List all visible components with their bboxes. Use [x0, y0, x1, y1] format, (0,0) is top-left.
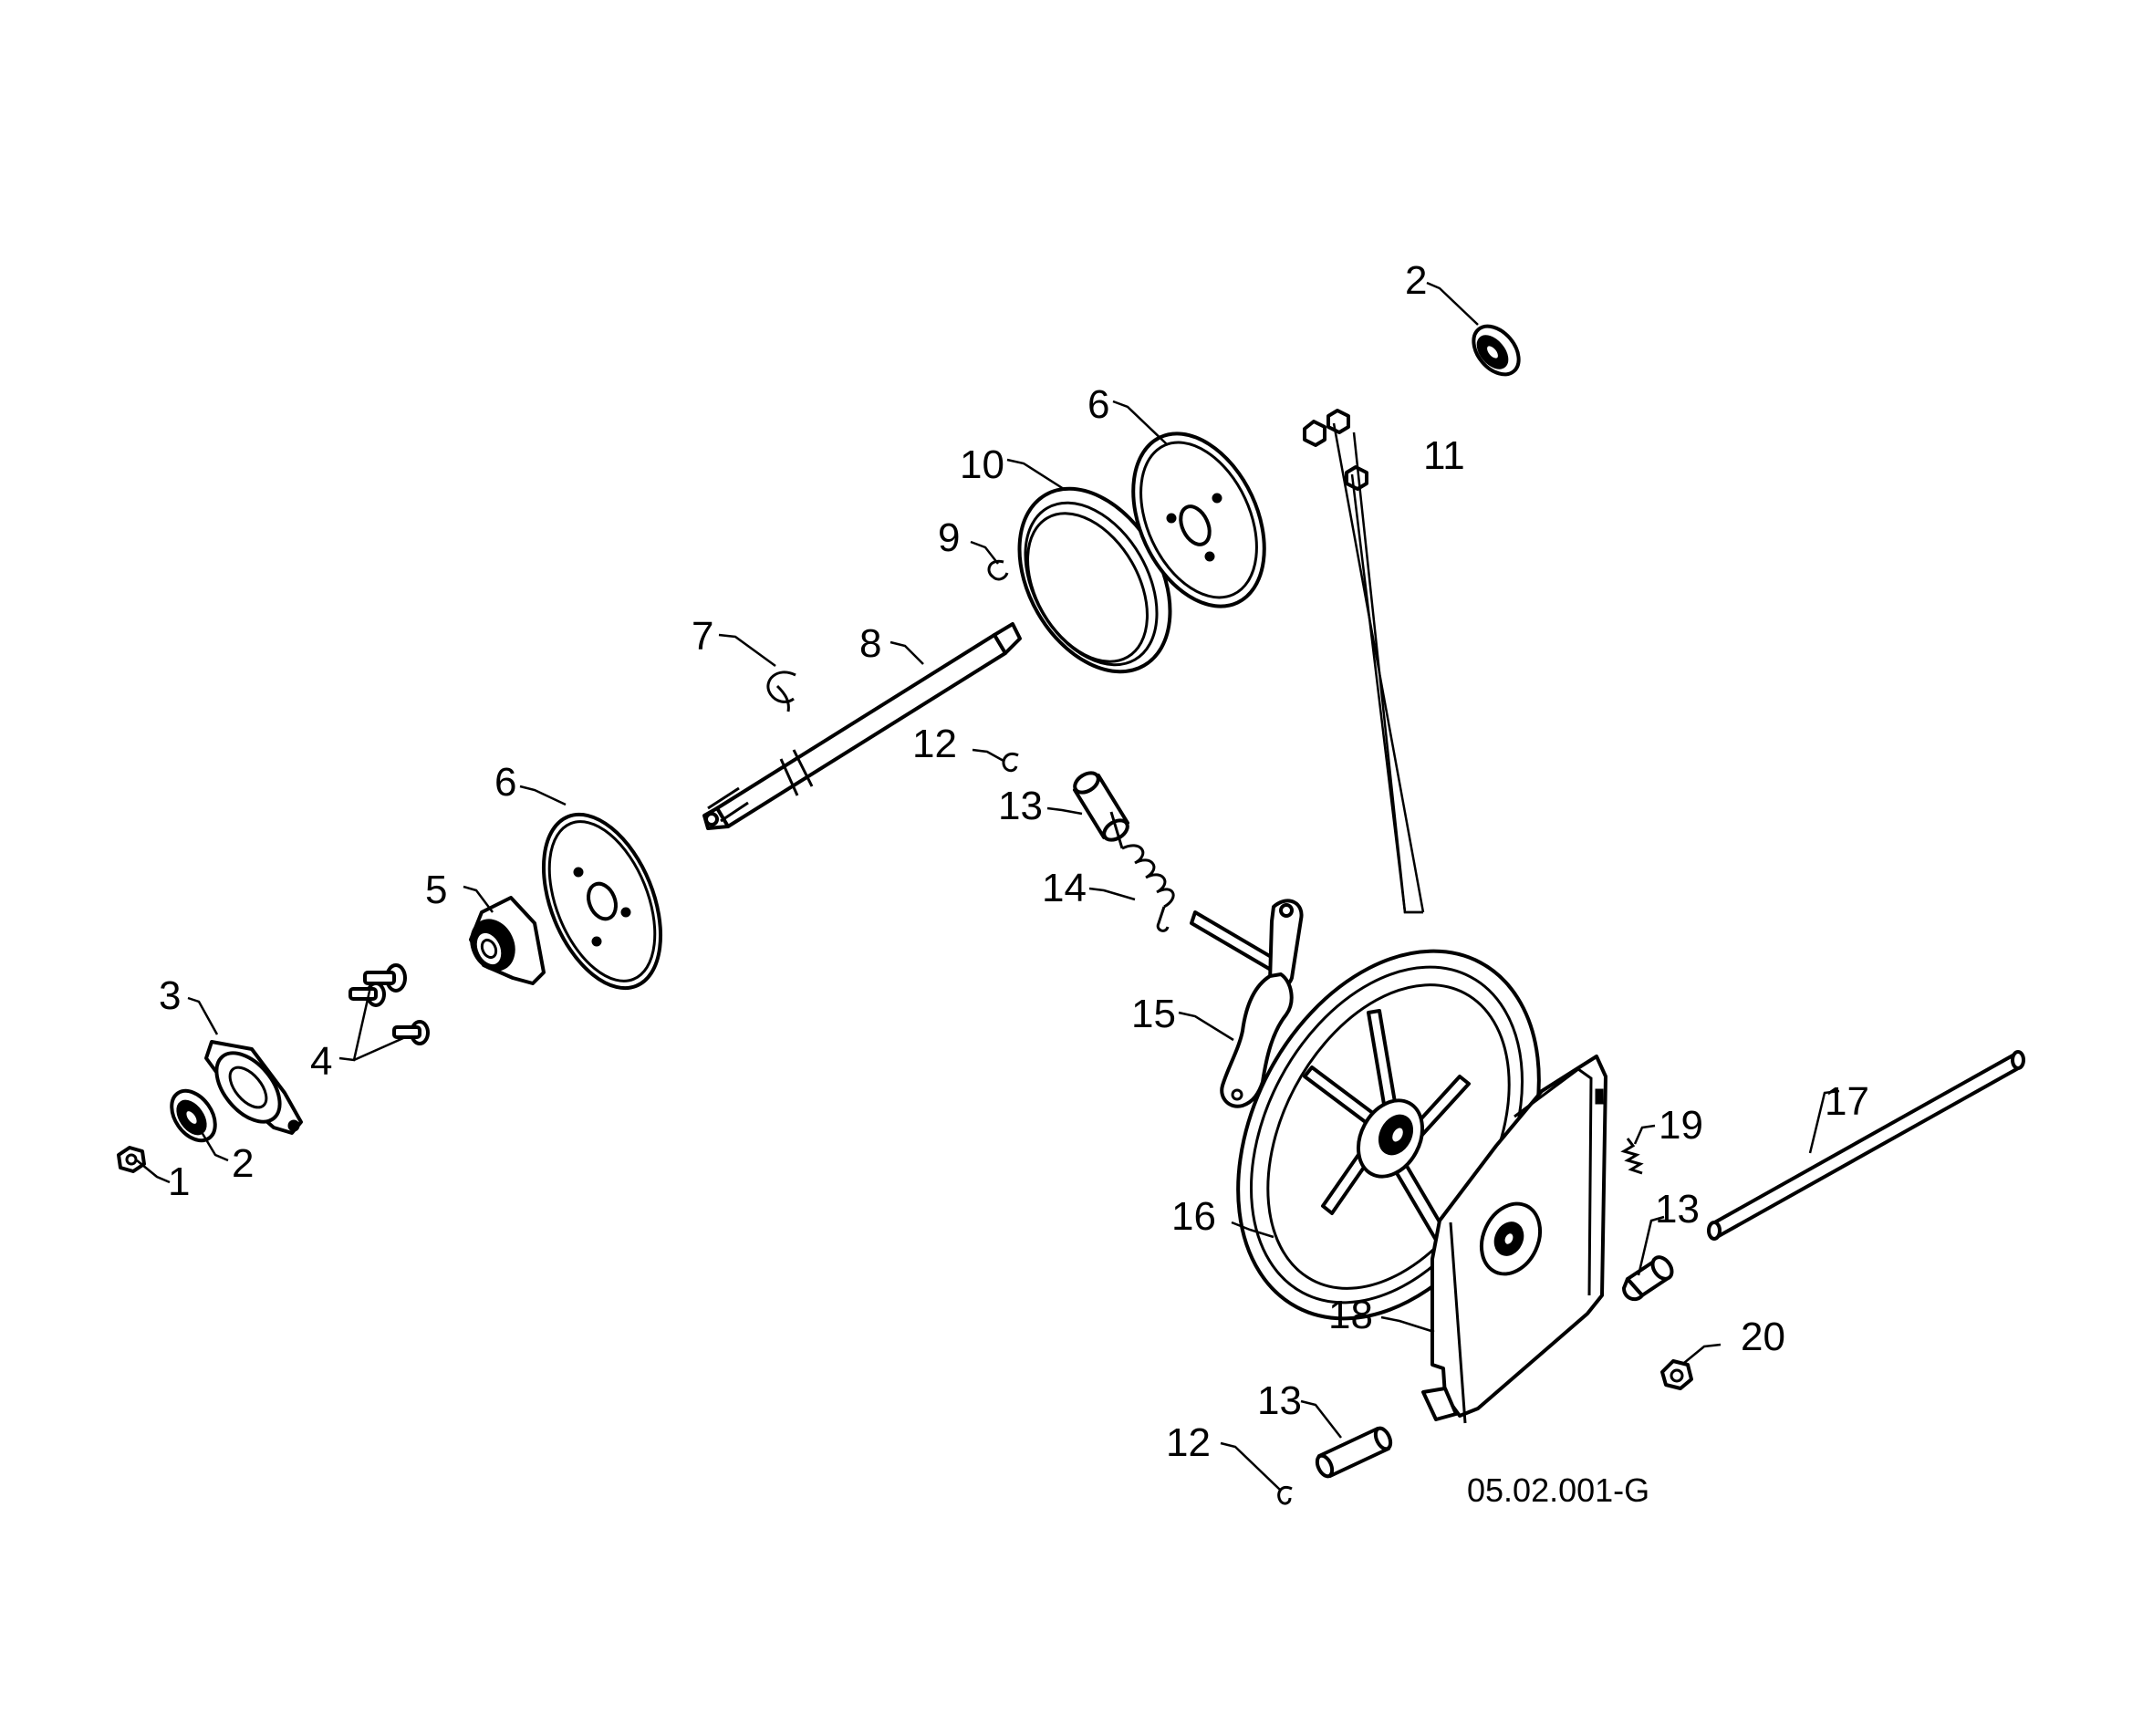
part-14-spring: [1109, 811, 1175, 932]
part-8-shaft: [702, 622, 1022, 830]
callout-labels: 1 2 3 4 5 6 7 8 9 10 6 11 2 12 13 14 15 …: [159, 258, 1869, 1465]
label-13-upper: 13: [998, 784, 1043, 828]
part-4-carriage-bolts: [348, 963, 430, 1045]
label-12-upper: 12: [912, 722, 957, 766]
part-2-bearing-right: [1472, 324, 1521, 377]
part-18-bracket-plate: [1421, 1055, 1607, 1424]
label-5: 5: [425, 868, 447, 912]
part-5-hub: [469, 896, 546, 985]
part-6-pulley-half-left: [541, 812, 663, 991]
label-20: 20: [1741, 1315, 1785, 1359]
label-10: 10: [960, 442, 1004, 487]
part-7-e-clip: [766, 670, 796, 712]
label-13-lower: 13: [1257, 1378, 1302, 1423]
leader-lines: [136, 281, 1840, 1492]
diagram-code: 05.02.001-G: [1467, 1471, 1649, 1509]
part-9-e-clip: [987, 559, 1009, 581]
label-3: 3: [159, 973, 181, 1018]
part-15-idler-arm: [1190, 899, 1304, 1108]
label-17: 17: [1825, 1079, 1869, 1124]
label-7: 7: [692, 614, 713, 659]
part-13-spacer-right: [1622, 1255, 1674, 1302]
part-11-nuts: [1303, 409, 1368, 491]
label-12-lower: 12: [1166, 1420, 1211, 1465]
part-17-rod: [1707, 1050, 2025, 1241]
label-1: 1: [168, 1159, 190, 1204]
part-12-clip-upper: [1002, 753, 1019, 773]
label-8: 8: [859, 621, 881, 666]
part-13-spacer-lower: [1315, 1426, 1393, 1479]
label-6-right: 6: [1087, 382, 1109, 427]
label-18: 18: [1328, 1293, 1373, 1337]
label-9: 9: [938, 515, 960, 560]
part-2-bearing-left: [170, 1088, 217, 1143]
part-20-nut: [1660, 1359, 1693, 1390]
label-19: 19: [1659, 1103, 1703, 1148]
part-12-clip-lower: [1277, 1486, 1293, 1505]
label-6-left: 6: [494, 760, 516, 805]
label-13-right: 13: [1655, 1187, 1700, 1232]
label-14: 14: [1042, 866, 1087, 910]
label-2-left: 2: [232, 1141, 254, 1186]
label-4: 4: [310, 1039, 332, 1084]
label-16: 16: [1171, 1194, 1216, 1239]
label-15: 15: [1131, 992, 1176, 1036]
part-13-spacer-upper: [1073, 771, 1129, 842]
label-11: 11: [1423, 433, 1465, 478]
part-19-spring: [1620, 1138, 1644, 1175]
part-1-nut: [117, 1146, 146, 1173]
label-2-right: 2: [1405, 258, 1427, 303]
part-3-bearing-flange: [204, 1040, 303, 1135]
